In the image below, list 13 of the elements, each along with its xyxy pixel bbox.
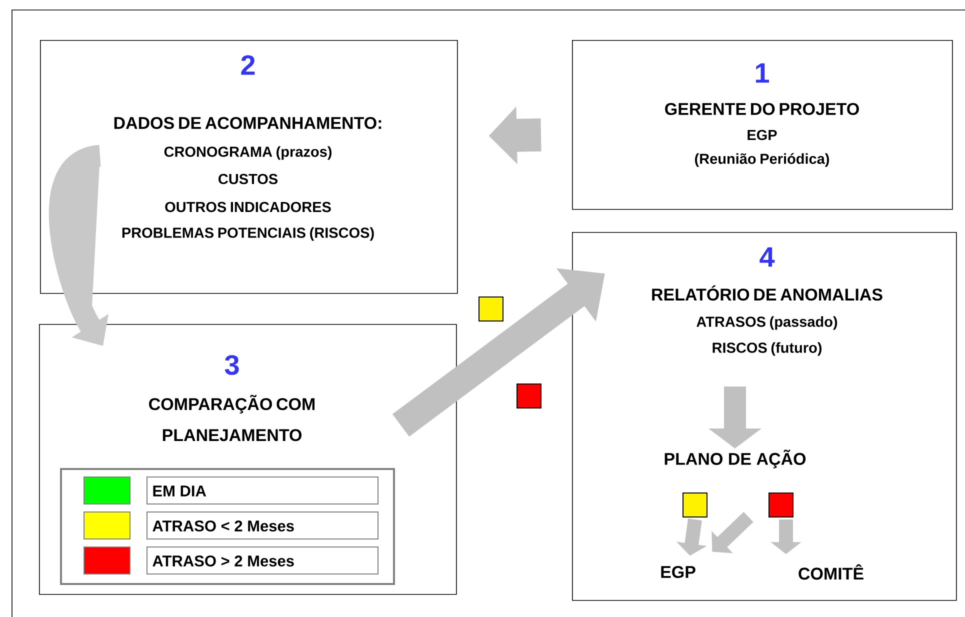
process-box: 1 GERENTE DO PROJETO EGP (Reunião Periódica) <box>572 40 953 210</box>
step-label: EGP <box>661 566 696 578</box>
status-square <box>682 492 708 518</box>
process-box: 2 DADOS DE ACOMPANHAMENTO: CRONOGRAMA (prazos) CUSTOS OUTROS INDICADORES PROBLEMAS POTENCIAIS (RISCOS) <box>40 40 458 294</box>
step-label: COMITÊ <box>798 564 864 580</box>
legend-cell: ATRASO < 2 Meses <box>146 512 378 540</box>
status-square <box>516 384 542 408</box>
status-square <box>478 296 504 322</box>
block-arrow <box>712 512 754 554</box>
legend-cell: ATRASO > 2 Meses <box>146 546 378 574</box>
status-square <box>768 492 794 518</box>
step-label: PLANO DE AÇÃO <box>664 450 806 468</box>
legend-cell: EM DIA <box>146 476 378 504</box>
